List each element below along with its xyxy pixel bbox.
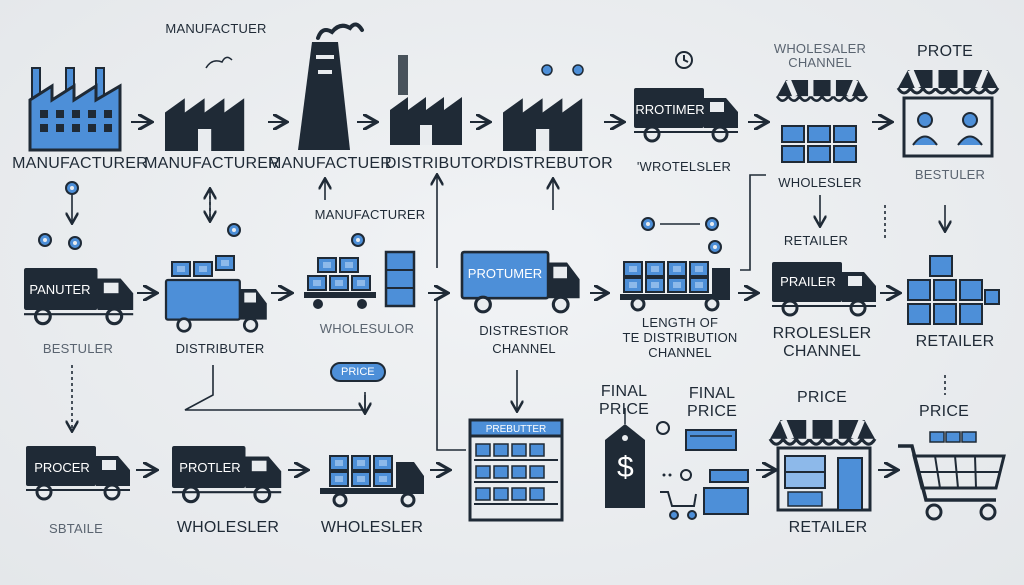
distributor-factory-icon	[390, 55, 462, 145]
stacked-boxes-icon	[907, 255, 1000, 325]
shopping-cart-icon	[898, 431, 1006, 521]
wholesaler-shop-icon	[777, 80, 867, 163]
row-connectors	[72, 175, 945, 451]
distributer-label: DISTRIBUTER	[175, 341, 265, 356]
truck-protumer-icon	[460, 250, 582, 314]
wholesler-label-2: WHOLESLER	[176, 519, 280, 536]
blue-factory-icon	[28, 67, 122, 152]
manufacturer-label-1: MANUFACTURER	[12, 155, 148, 172]
final-price-label-2b: PRICE	[687, 403, 737, 420]
sbtaile-label: SBTAILE	[49, 521, 103, 536]
cart-with-boxes-icon	[304, 250, 416, 309]
final-price-label-2a: FINAL	[688, 385, 736, 402]
rrolesler-channel-label: CHANNEL	[783, 343, 861, 360]
manufacturer-label-3: MANUFACTUER	[268, 155, 392, 172]
truck-sign-protler: PROTLER	[179, 460, 241, 475]
distrestior-channel-label: CHANNEL	[492, 341, 556, 356]
wholesaler-label-1: 'WROTELSLER	[636, 159, 732, 174]
manufacturer-label-row2: MANUFACTURER	[314, 207, 426, 222]
truck-sign-procer: PROCER	[34, 460, 90, 475]
truck-loaded-blue-icon	[164, 255, 269, 333]
distrestior-label: DISTRESTIOR	[479, 323, 569, 338]
wholesler-label-1: WHOLESLER	[778, 175, 862, 190]
dollar-sign-icon: $	[617, 451, 634, 484]
price-badge: PRICE	[330, 362, 386, 382]
length-label-3: CHANNEL	[648, 345, 712, 360]
top-title-label: MANUFACTUER	[165, 21, 267, 36]
distributor-factory-icon-2	[503, 98, 583, 151]
retailer-label-2: RETAILER	[788, 519, 868, 536]
manufacturer-label-2: MANUFACTURER	[144, 155, 280, 172]
wholesaler-channel-label: WHOLESALER CHANNEL	[773, 41, 867, 70]
distributor-label-2: 'DISTREBUTOR	[493, 155, 613, 172]
card-and-cart-icons	[656, 421, 749, 520]
final-price-label-1a: FINAL	[600, 383, 648, 400]
store-sign-prebutter: PREBUTTER	[485, 424, 547, 435]
retaile-label: RETAILER	[783, 233, 849, 248]
bestuler-label-2: BESTULER	[42, 341, 114, 356]
price-label: PRICE	[797, 389, 847, 406]
bestuler-label-1: BESTULER	[914, 167, 986, 182]
truck-sign-panuter: PANUTER	[29, 282, 91, 297]
truck-sign-protumer: PROTUMER	[467, 266, 543, 281]
retailer-storefront-icon	[770, 420, 875, 512]
shelf-store-icon	[468, 418, 564, 522]
distributor-label-1: DISTRIBUTOR	[384, 155, 496, 172]
link-nodes	[541, 64, 584, 76]
clock-icon	[675, 51, 693, 69]
truck-sign-prailer: PRAILER	[780, 274, 836, 289]
length-label-2: TE DISTRIBUTION	[622, 330, 738, 345]
retailer-label-1: RETAILER	[915, 333, 995, 350]
flatbed-truck-icon	[320, 455, 424, 508]
protee-label: PROTE	[916, 43, 974, 60]
retail-store-icon	[898, 70, 998, 158]
wholesler-label-3: WHOLESLER	[320, 519, 424, 536]
truck-sign-rrotimer: RROTIMER	[635, 102, 705, 117]
wholesulor-label: WHOLESULOR	[319, 321, 415, 336]
final-price-label-1b: PRICE	[599, 401, 649, 418]
rrolesler-label: RROLESLER	[772, 325, 872, 342]
chimney-factory-icon	[205, 22, 364, 150]
price-tag-icon	[605, 408, 645, 508]
price-label-right: PRICE	[919, 403, 969, 420]
factory-icon	[165, 98, 245, 151]
length-label-1: LENGTH OF	[641, 315, 719, 330]
truck-loaded-2-icon	[620, 261, 730, 312]
